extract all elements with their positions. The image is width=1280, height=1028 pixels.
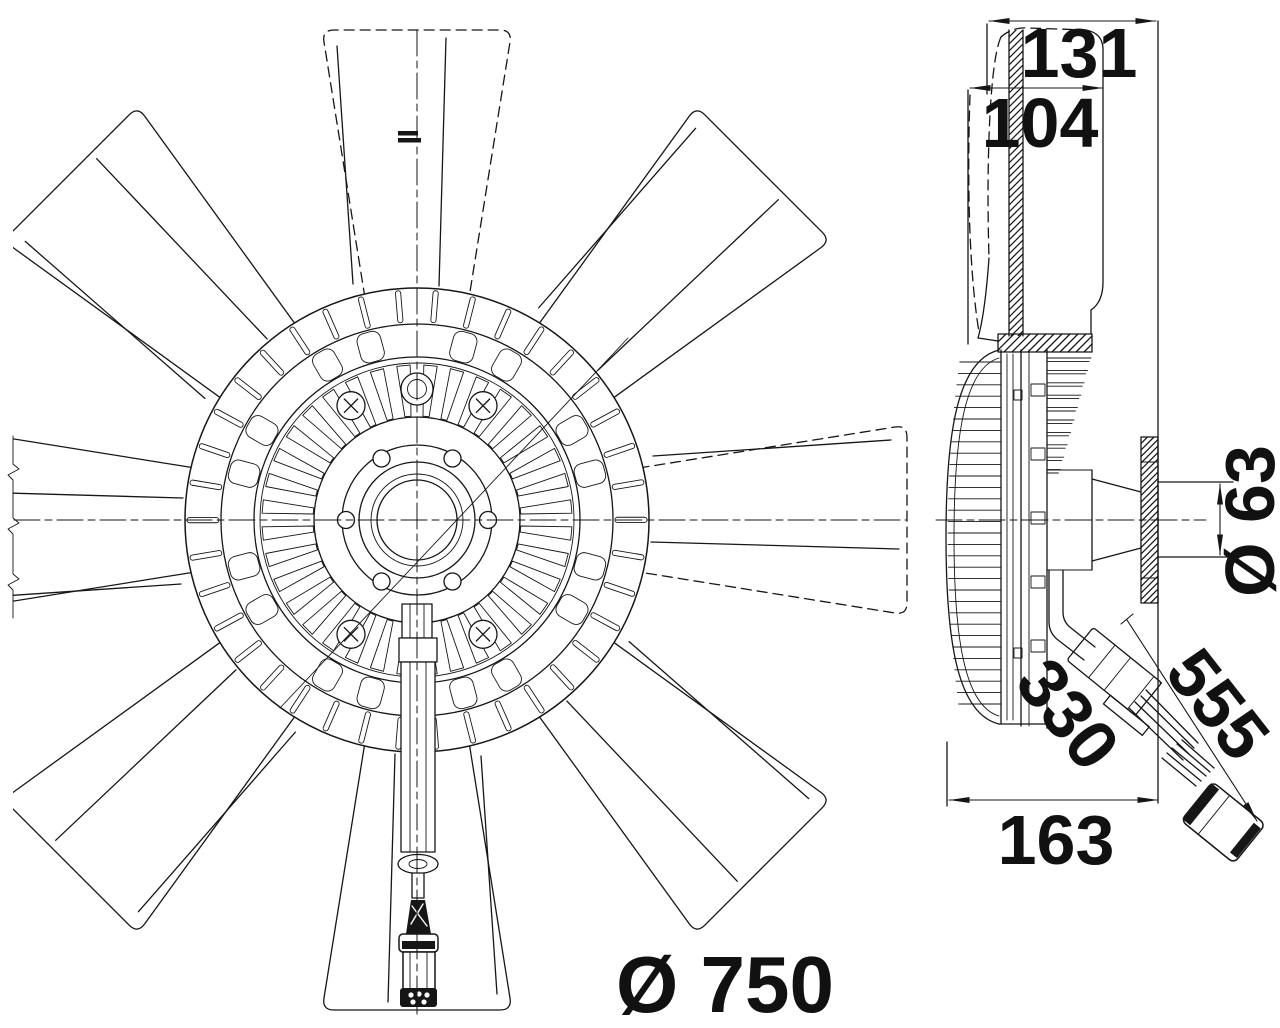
cable-braid — [406, 900, 431, 934]
side-blade-section — [968, 27, 1104, 342]
dim-pilot-diameter: Ø 63 — [1211, 445, 1280, 597]
dim-555-label: 555 — [1151, 634, 1280, 774]
slot-ring — [186, 290, 648, 750]
dim-163-label: 163 — [998, 801, 1115, 879]
cooling-fins-side — [1046, 357, 1092, 474]
tube-flange — [398, 637, 438, 663]
hub-bolts — [336, 449, 498, 591]
bimetal-screws — [336, 391, 498, 649]
tube-collar — [397, 853, 439, 875]
bimetal-fin-stack — [945, 349, 1063, 729]
spider-windows — [227, 330, 607, 710]
collar-stem — [411, 872, 425, 899]
fan-ring-section — [997, 333, 1093, 353]
sensor-flange — [1102, 694, 1150, 736]
dim-cable-length: 555 — [1120, 613, 1280, 822]
centerlines — [13, 29, 907, 1019]
front-view — [0, 0, 908, 1028]
wires — [1128, 689, 1199, 761]
extension-lines — [946, 20, 1234, 807]
wire-connector-front — [398, 933, 439, 1007]
dim-hub-depth: 163 — [948, 797, 1159, 879]
wire-connector-side — [1182, 783, 1264, 862]
dim-104-label: 104 — [982, 84, 1099, 162]
sensor-tube — [400, 661, 436, 853]
dim-131-label: 131 — [1021, 14, 1138, 92]
clutch-fins — [261, 364, 573, 676]
dim-750-label: Ø 750 — [616, 940, 834, 1028]
section-hatching — [998, 30, 1158, 603]
dim-inner-width: 104 — [969, 84, 1104, 162]
blade-break-mask — [0, 0, 13, 1028]
hub-marking — [398, 131, 421, 143]
wire-bundle — [1161, 739, 1215, 787]
section-line — [279, 337, 629, 709]
dim-overall-width: 131 — [988, 14, 1157, 92]
dim-63-label: Ø 63 — [1211, 445, 1280, 597]
break-line — [7, 435, 20, 619]
dim-fan-diameter: Ø 750 — [616, 940, 834, 1028]
sensor-tube-assembly — [397, 603, 439, 1007]
